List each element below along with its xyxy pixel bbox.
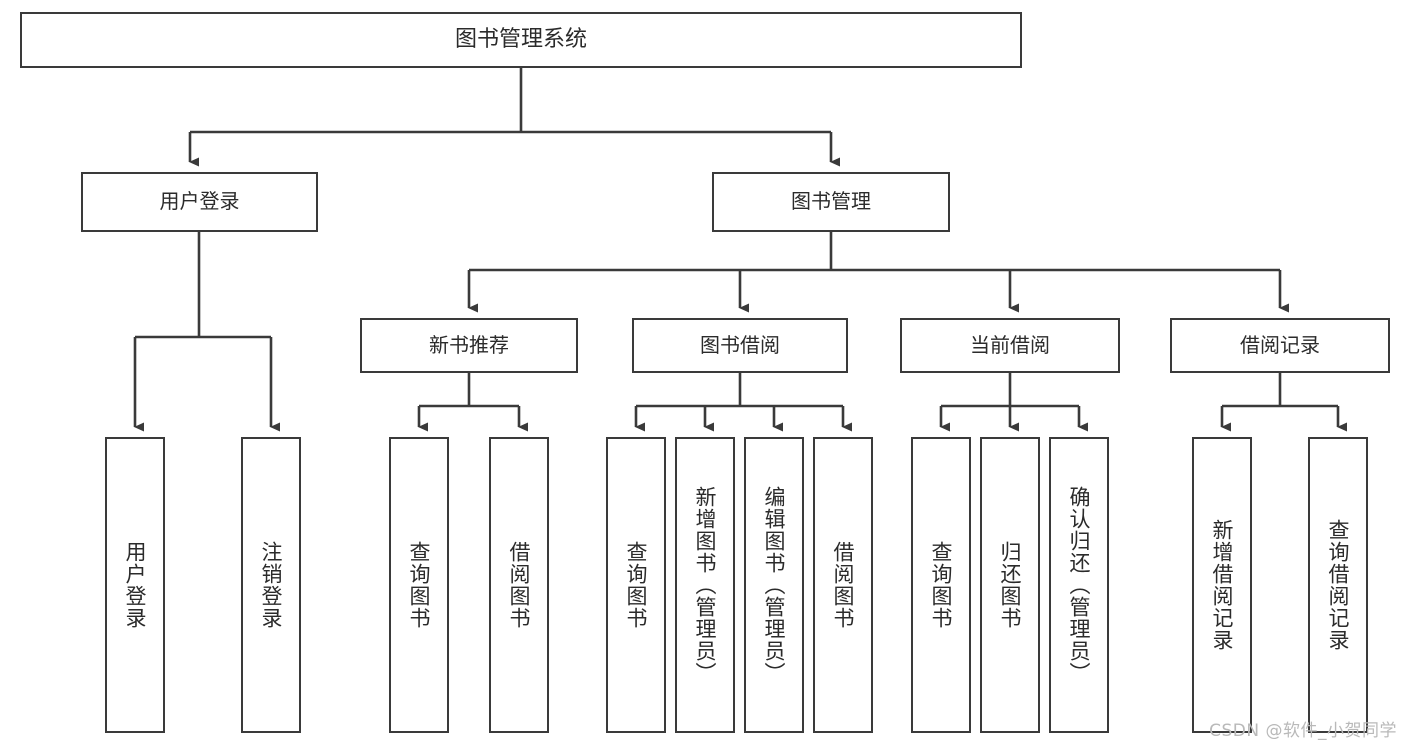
node-new-book-rec-label: 新书推荐 (429, 332, 509, 357)
node-leaf-return-book-label: 归还图书 (998, 541, 1023, 629)
node-book-manage-label: 图书管理 (791, 189, 871, 214)
node-leaf-add-record-label: 新增借阅记录 (1210, 519, 1235, 651)
node-leaf-query-record[interactable]: 查询借阅记录 (1308, 437, 1368, 733)
node-borrow-record[interactable]: 借阅记录 (1170, 318, 1390, 373)
node-leaf-borrow-book-2-label: 借阅图书 (831, 541, 856, 629)
node-leaf-query-book-2-label: 查询图书 (624, 541, 649, 629)
node-book-borrow-label: 图书借阅 (700, 332, 780, 357)
node-leaf-borrow-book-2[interactable]: 借阅图书 (813, 437, 873, 733)
node-leaf-logout-label: 注销登录 (259, 541, 284, 629)
node-book-borrow[interactable]: 图书借阅 (632, 318, 848, 373)
node-borrow-record-label: 借阅记录 (1240, 332, 1320, 357)
node-leaf-user-login[interactable]: 用户登录 (105, 437, 165, 733)
node-user-login[interactable]: 用户登录 (81, 172, 318, 232)
node-leaf-return-book[interactable]: 归还图书 (980, 437, 1040, 733)
node-leaf-add-book-label: 新增图书（管理员） (693, 486, 718, 684)
node-leaf-query-book-3[interactable]: 查询图书 (911, 437, 971, 733)
node-leaf-query-book-3-label: 查询图书 (929, 541, 954, 629)
node-user-login-label: 用户登录 (159, 189, 240, 214)
node-leaf-query-book-1[interactable]: 查询图书 (389, 437, 449, 733)
node-leaf-logout[interactable]: 注销登录 (241, 437, 301, 733)
node-leaf-user-login-label: 用户登录 (123, 541, 148, 629)
node-leaf-confirm-return-label: 确认归还（管理员） (1067, 486, 1092, 684)
node-current-borrow-label: 当前借阅 (970, 332, 1050, 357)
node-leaf-borrow-book-1[interactable]: 借阅图书 (489, 437, 549, 733)
node-book-manage[interactable]: 图书管理 (712, 172, 950, 232)
node-leaf-query-book-2[interactable]: 查询图书 (606, 437, 666, 733)
node-leaf-add-book[interactable]: 新增图书（管理员） (675, 437, 735, 733)
node-leaf-edit-book[interactable]: 编辑图书（管理员） (744, 437, 804, 733)
node-leaf-query-record-label: 查询借阅记录 (1326, 519, 1351, 651)
node-leaf-add-record[interactable]: 新增借阅记录 (1192, 437, 1252, 733)
watermark-text: CSDN @软件_小贺同学 (1209, 721, 1397, 741)
node-current-borrow[interactable]: 当前借阅 (900, 318, 1120, 373)
node-leaf-edit-book-label: 编辑图书（管理员） (762, 486, 787, 684)
node-new-book-rec[interactable]: 新书推荐 (360, 318, 578, 373)
node-leaf-borrow-book-1-label: 借阅图书 (507, 541, 532, 629)
node-leaf-confirm-return[interactable]: 确认归还（管理员） (1049, 437, 1109, 733)
node-root-label: 图书管理系统 (454, 27, 587, 53)
node-leaf-query-book-1-label: 查询图书 (407, 541, 432, 629)
node-root[interactable]: 图书管理系统 (20, 12, 1022, 68)
